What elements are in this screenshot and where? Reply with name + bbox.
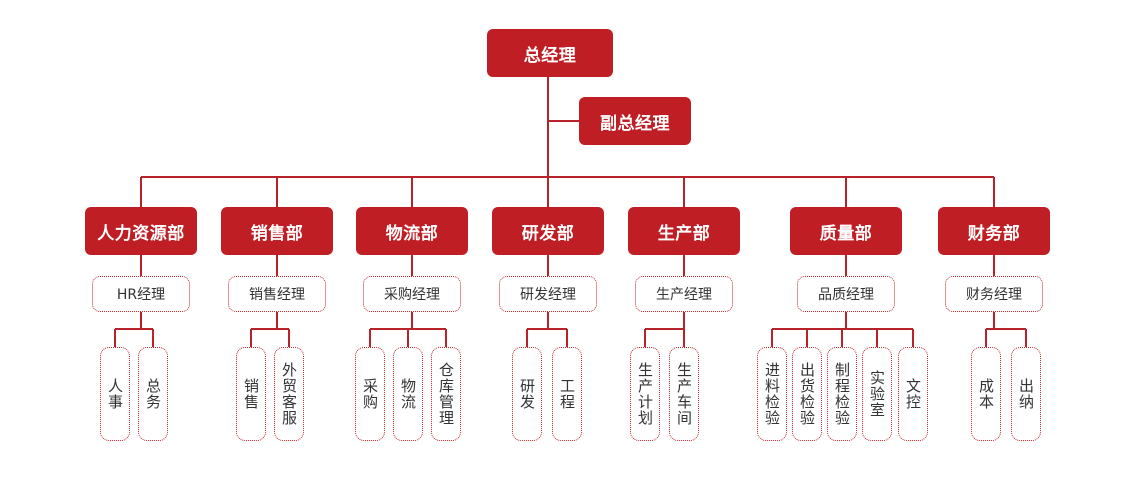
vice-connector-line [548,120,579,122]
manager-drop-line [140,255,142,276]
unit-box: 销售 [236,347,266,441]
unit-drop-line [152,329,154,347]
unit-drop-line [876,329,878,347]
unit-box: 出货检验 [792,347,822,441]
department-box: 生产部 [628,207,740,255]
department-bus-line [141,176,994,178]
unit-trunk-line [845,312,847,329]
unit-box: 研发 [512,347,542,441]
department-box: 财务部 [938,207,1050,255]
manager-box: 财务经理 [945,276,1043,312]
unit-drop-line [985,329,987,347]
unit-trunk-line [276,312,278,329]
unit-drop-line [526,329,528,347]
manager-drop-line [547,255,549,276]
department-drop-line [140,177,142,207]
unit-bus-line [251,328,289,330]
unit-drop-line [566,329,568,347]
unit-drop-line [912,329,914,347]
unit-drop-line [114,329,116,347]
unit-box: 总务 [138,347,168,441]
unit-drop-line [250,329,252,347]
unit-trunk-line [411,312,413,329]
unit-drop-line [771,329,773,347]
unit-bus-line [986,328,1026,330]
unit-trunk-line [547,312,549,329]
manager-drop-line [683,255,685,276]
unit-box: 制程检验 [827,347,857,441]
unit-drop-line [369,329,371,347]
unit-drop-line [407,329,409,347]
department-drop-line [845,177,847,207]
unit-bus-line [772,328,913,330]
unit-bus-line [370,328,446,330]
department-drop-line [683,177,685,207]
unit-drop-line [1025,329,1027,347]
manager-drop-line [993,255,995,276]
department-box: 销售部 [221,207,333,255]
department-box: 研发部 [492,207,604,255]
department-drop-line [411,177,413,207]
unit-box: 文控 [898,347,928,441]
unit-box: 人事 [100,347,130,441]
unit-bus-line [527,328,567,330]
unit-box: 进料检验 [757,347,787,441]
department-box: 人力资源部 [85,207,197,255]
unit-box: 出纳 [1011,347,1041,441]
unit-trunk-line [683,312,685,329]
ceo-box: 总经理 [487,29,613,77]
unit-box: 生产计划 [630,347,660,441]
department-drop-line [993,177,995,207]
unit-box: 外贸客服 [274,347,304,441]
department-drop-line [276,177,278,207]
unit-box: 采购 [355,347,385,441]
manager-drop-line [411,255,413,276]
unit-drop-line [288,329,290,347]
trunk-line [547,77,549,177]
manager-box: HR经理 [92,276,190,312]
manager-box: 品质经理 [797,276,895,312]
vice-gm-box: 副总经理 [579,97,691,145]
manager-box: 销售经理 [228,276,326,312]
unit-drop-line [806,329,808,347]
unit-drop-line [445,329,447,347]
manager-box: 采购经理 [363,276,461,312]
unit-bus-line [115,328,153,330]
unit-trunk-line [993,312,995,329]
unit-box: 物流 [393,347,423,441]
unit-box: 生产车间 [669,347,699,441]
unit-box: 工程 [552,347,582,441]
unit-box: 实验室 [862,347,892,441]
unit-trunk-line [140,312,142,329]
unit-box: 仓库管理 [431,347,461,441]
department-drop-line [547,177,549,207]
unit-box: 成本 [971,347,1001,441]
unit-drop-line [644,329,646,347]
unit-drop-line [841,329,843,347]
unit-drop-line [683,329,685,347]
unit-bus-line [645,328,684,330]
manager-box: 生产经理 [635,276,733,312]
manager-drop-line [845,255,847,276]
manager-drop-line [276,255,278,276]
department-box: 物流部 [356,207,468,255]
department-box: 质量部 [790,207,902,255]
manager-box: 研发经理 [499,276,597,312]
